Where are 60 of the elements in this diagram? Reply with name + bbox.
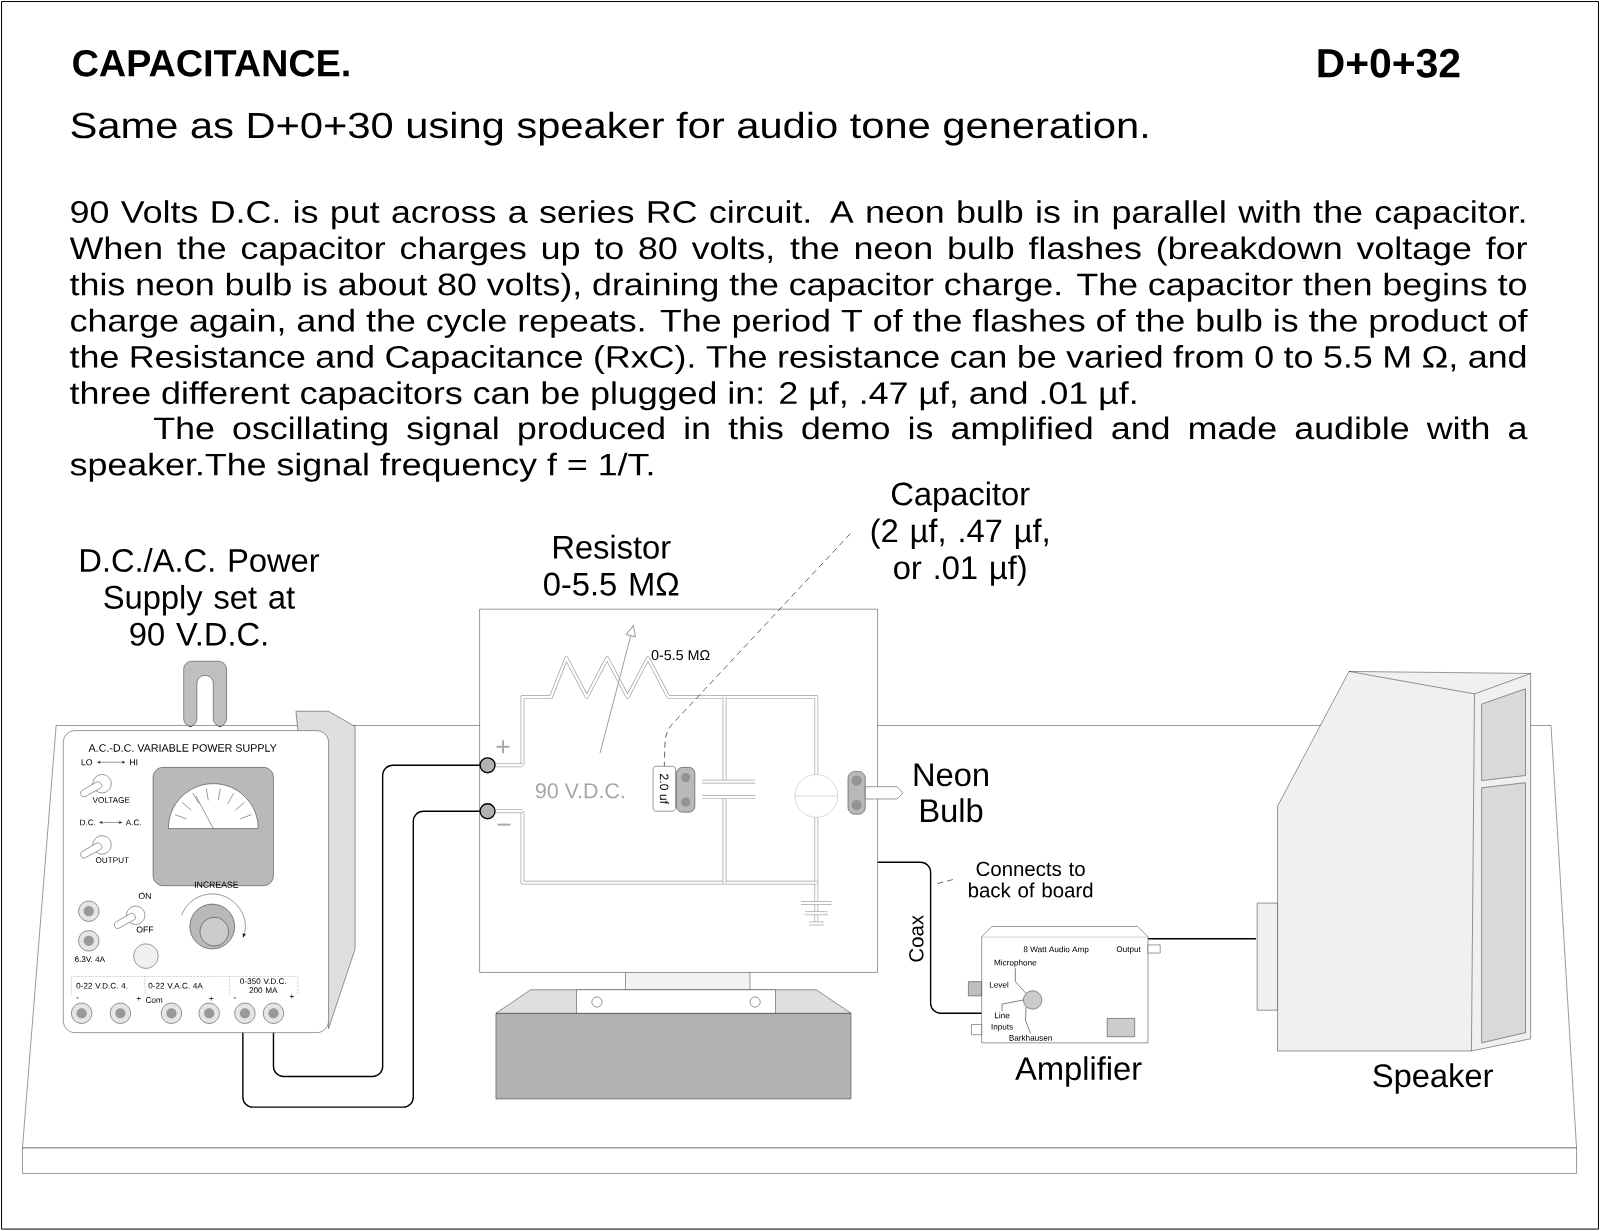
component-label: Amplifier xyxy=(1015,1056,1142,1087)
panel-label: - xyxy=(76,997,79,999)
panel-label: Inputs xyxy=(991,1024,1013,1032)
panel-label: Output xyxy=(1116,946,1141,954)
panel-label: OFF xyxy=(136,926,154,933)
panel-label: 0-350 V.D.C. 200 MA xyxy=(240,978,286,994)
description-paragraph: The oscillating signal produced in this demo is amplified and made audible with a speaker.The signal frequency f = 1/T. xyxy=(70,416,1528,482)
panel-label: Line xyxy=(995,1012,1010,1019)
panel-label: INCREASE xyxy=(194,881,239,888)
leader-line xyxy=(1025,1006,1031,1034)
cable xyxy=(242,803,496,1109)
panel-label: + xyxy=(289,994,294,999)
panel-label: - xyxy=(233,997,236,999)
component-label: Resistor 0-5.5 MΩ xyxy=(544,535,679,596)
value-label: 0-5.5 MΩ xyxy=(651,650,710,661)
panel-label: ON xyxy=(138,893,151,900)
panel-label: Microphone xyxy=(994,959,1037,968)
panel-label: VOLTAGE xyxy=(92,797,130,804)
knob xyxy=(1023,990,1043,1010)
leader-line xyxy=(1015,968,1027,994)
panel-label: Com xyxy=(145,997,163,1004)
voltage-label: 90 V.D.C. xyxy=(535,783,624,799)
polarity-sign: + xyxy=(496,740,510,754)
leader-line xyxy=(936,879,954,885)
panel-label: LO xyxy=(81,759,93,766)
leader-line xyxy=(664,533,851,767)
capacitor: 2.0 uf xyxy=(652,766,676,812)
power-supply-drawing xyxy=(63,661,356,1034)
neon-bulb-drawing xyxy=(847,771,904,815)
component-label: Speaker xyxy=(1373,1063,1493,1094)
amplifier-drawing xyxy=(968,926,1161,1044)
title: CAPACITANCE. xyxy=(73,50,349,77)
cable xyxy=(272,757,496,1078)
panel-label: HI xyxy=(130,759,138,766)
panel-label: + xyxy=(209,996,214,1001)
polarity-sign: − xyxy=(497,823,511,826)
subtitle: Same as D+0+30 using speaker for audio tone generation. xyxy=(71,111,1147,146)
callout-label: Capacitor (2 µf, .47 µf, or .01 µf) xyxy=(871,481,1048,586)
panel-label: 0-22 V.D.C. 4. xyxy=(76,983,128,989)
panel-label: Level xyxy=(989,981,1009,988)
cable xyxy=(1147,938,1257,940)
component-label: D.C./A.C. Power Supply set at 90 V.D.C. xyxy=(81,548,320,646)
panel-label: Barkhausen xyxy=(1009,1034,1052,1041)
panel-label: A.C.-D.C. VARIABLE POWER SUPPLY xyxy=(88,744,277,752)
speaker-drawing xyxy=(1256,671,1531,1052)
leader-line xyxy=(1001,999,1024,1012)
circuit-board xyxy=(479,609,878,973)
description-paragraph: 90 Volts D.C. is put across a series RC circuit. A neon bulb is in parallel with the capacitor. When the capacitor charges up to 80 volts, the neon bulb flashes (breakdown voltage for this neon bulb is about 80 volts), draining the capacitor charge. The capacitor then begins to charge again, and the cycle repeats. The period T of the flashes of the bulb is the product of the Resistance and Capacitance (RxC). The resistance can be varied from 0 to 5.5 M Ω, and three different capacitors can be plugged in: 2 µf, .47 µf, and .01 µf. xyxy=(69,200,1528,411)
edge-label: Coax xyxy=(909,915,924,962)
panel-label: 0-22 V.A.C. 4A xyxy=(148,983,203,989)
component-label: Neon Bulb xyxy=(914,763,988,823)
panel-label: 6.3V. 4A xyxy=(74,956,106,963)
panel-label: OUTPUT xyxy=(95,857,129,864)
cable xyxy=(877,861,983,1015)
callout-label: Connects to back of board xyxy=(968,861,1093,898)
panel-label: + xyxy=(136,996,141,1001)
code-label: D+0+32 xyxy=(1318,48,1460,78)
panel-label: D.C. xyxy=(80,819,96,826)
panel-label: 8 Watt Audio Amp xyxy=(1023,946,1089,954)
panel-label: A.C. xyxy=(125,819,141,826)
